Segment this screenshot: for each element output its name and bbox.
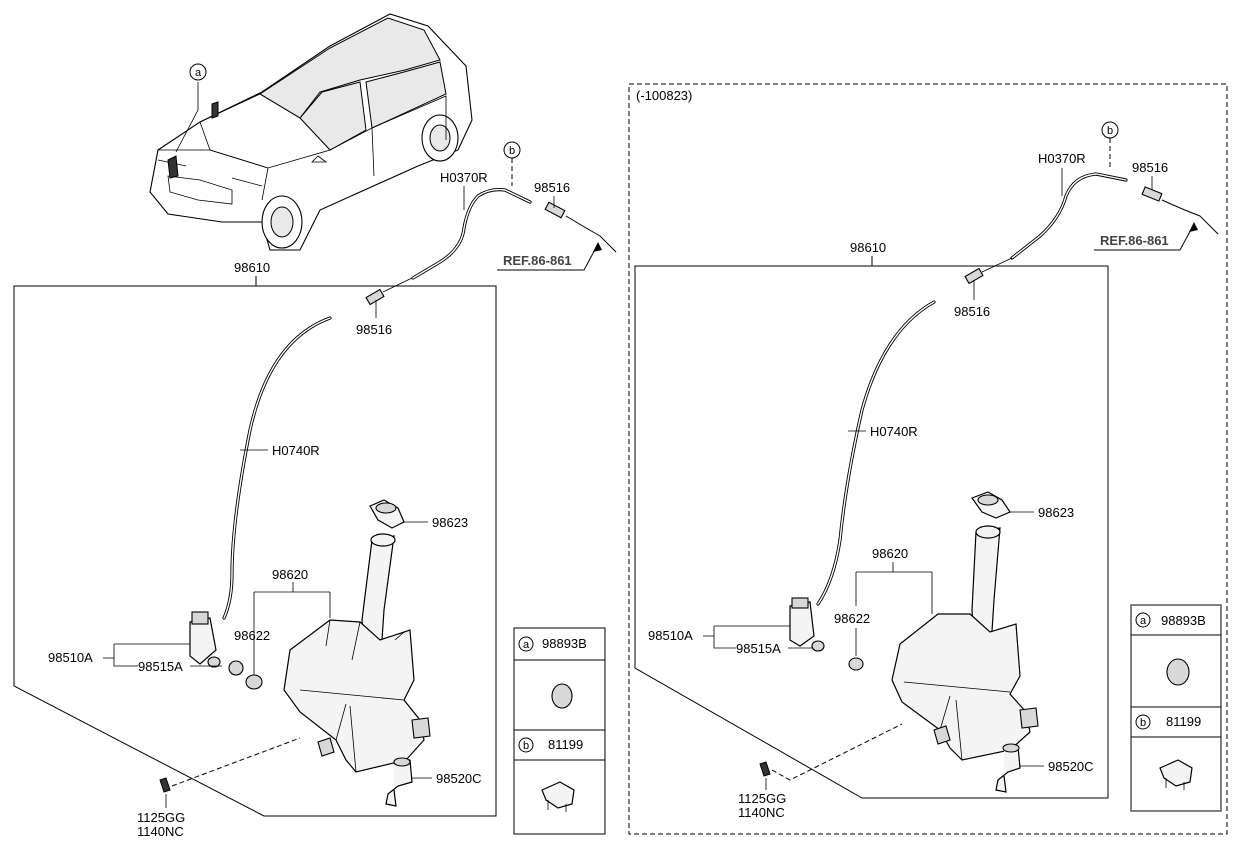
label-98620-right: 98620	[872, 546, 908, 561]
label-98610-left: 98610	[234, 260, 270, 275]
label-98516-mid-left: 98516	[356, 322, 392, 337]
label-h0740r-right: H0740R	[870, 424, 918, 439]
clip-81199-icon-right	[1159, 759, 1193, 787]
variant-frame-right	[628, 83, 1228, 835]
label-98516-mid-right: 98516	[954, 304, 990, 319]
cap-98623-right	[971, 491, 1034, 519]
variant-note: (-100823)	[636, 88, 692, 103]
legend-right-key-a: a	[1140, 615, 1147, 627]
legend-left-key-b: b	[523, 740, 529, 752]
legend-left-part-b: 81199	[548, 737, 583, 752]
ref-label: REF.86-861	[503, 253, 572, 268]
label-h0740r-left: H0740R	[272, 443, 320, 458]
label-98520c-left: 98520C	[436, 771, 482, 786]
reservoir-tank-left	[283, 533, 431, 773]
legend-right: a 98893B b 81199	[1130, 604, 1222, 812]
grommet-right	[848, 657, 864, 671]
label-98515a-right: 98515A	[736, 641, 781, 656]
label-h0370r-right: H0370R	[1038, 151, 1086, 166]
sensor-98520c-left	[385, 757, 432, 807]
legend-left-part-a: 98893B	[542, 636, 587, 651]
bolt-left	[159, 737, 301, 808]
label-98515a-left: 98515A	[138, 659, 183, 674]
label-98516-top-right: 98516	[1132, 160, 1168, 175]
legend-right-part-a: 98893B	[1161, 613, 1206, 628]
ref-86-861-left: REF.86-861	[497, 242, 602, 271]
grommet-left	[245, 674, 263, 690]
callout-a-letter: a	[195, 67, 202, 79]
label-98622-right: 98622	[834, 611, 870, 626]
plug-98893b-icon-right	[1166, 658, 1190, 686]
legend-right-part-b: 81199	[1166, 714, 1201, 729]
callout-b-letter-right: b	[1107, 125, 1113, 137]
plug-98893b-icon	[551, 683, 573, 709]
label-98516-top-left: 98516	[534, 180, 570, 195]
pump-98510a-right	[789, 597, 825, 652]
callout-a-car: a	[189, 63, 207, 81]
bolt-right	[759, 723, 903, 790]
assembly-box-left	[13, 285, 497, 817]
label-98620-left: 98620	[272, 567, 308, 582]
cap-98623-left	[369, 499, 428, 529]
pump-98510a-left	[189, 611, 244, 676]
label-98610-right: 98610	[850, 240, 886, 255]
assembly-box-right	[634, 265, 1109, 799]
label-1125gg-right: 1125GG	[738, 791, 786, 806]
legend-left-key-a: a	[523, 639, 530, 651]
legend-right-key-b: b	[1140, 717, 1146, 729]
label-98510a-left: 98510A	[48, 650, 93, 665]
ref-86-861-right: REF.86-861	[1094, 222, 1198, 251]
label-1140nc-right: 1140NC	[738, 805, 785, 820]
reservoir-tank-right	[891, 525, 1039, 761]
left-hose-system	[222, 188, 617, 620]
callout-b-left: b	[503, 141, 521, 186]
label-1140nc-left: 1140NC	[137, 824, 184, 839]
label-98623-left: 98623	[432, 515, 468, 530]
ref-label-right: REF.86-861	[1100, 233, 1169, 248]
label-98520c-right: 98520C	[1048, 759, 1094, 774]
callout-b-right: b	[1101, 121, 1119, 170]
label-98510a-right: 98510A	[648, 628, 693, 643]
label-h0370r-left: H0370R	[440, 170, 488, 185]
sensor-98520c-right	[995, 743, 1044, 793]
label-98623-right: 98623	[1038, 505, 1074, 520]
legend-left: a 98893B b 81199	[513, 627, 606, 835]
car-illustration	[149, 13, 473, 251]
clip-81199-icon	[541, 781, 575, 809]
callout-b-letter: b	[509, 145, 515, 157]
label-98622-left: 98622	[234, 628, 270, 643]
right-hose-system	[816, 172, 1219, 606]
label-1125gg-left: 1125GG	[137, 810, 185, 825]
